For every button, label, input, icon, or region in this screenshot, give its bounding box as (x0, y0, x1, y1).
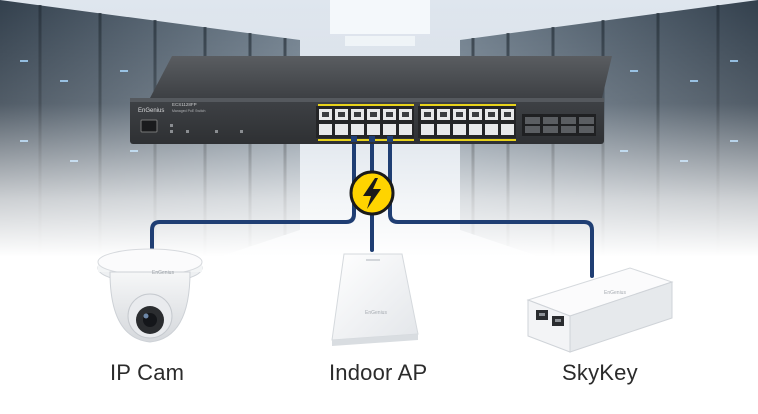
skykey-device: EnGenius (526, 267, 674, 353)
cable-ip-cam (150, 138, 356, 252)
ip-cam-label: IP Cam (110, 360, 185, 385)
indoor-ap-device: EnGenius (331, 253, 419, 346)
switch-subtitle: Managed PoE Switch (172, 109, 206, 113)
ip-cam-device: EnGenius (97, 248, 203, 343)
lightning-bolt-icon (349, 170, 395, 216)
skykey-label: SkyKey (562, 360, 638, 385)
switch-model: ECS1128FP (172, 102, 197, 107)
skykey-brand: EnGenius (604, 290, 626, 296)
switch-brand: EnGenius (138, 108, 164, 114)
sfp-port-group (522, 114, 596, 136)
indoor-ap-label: Indoor AP (329, 360, 428, 385)
cable-skykey (388, 138, 594, 278)
ip-cam-brand: EnGenius (152, 270, 174, 276)
poe-switch: EnGenius ECS1128FP Managed PoE Switch (130, 56, 612, 144)
rj45-port-group (316, 106, 516, 138)
indoor-ap-brand: EnGenius (365, 310, 387, 316)
